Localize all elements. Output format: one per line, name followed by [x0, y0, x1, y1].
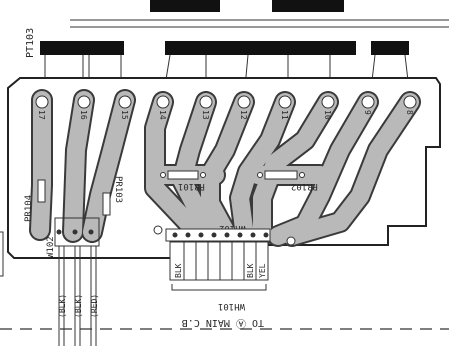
pad-label: 13 [201, 110, 210, 120]
top-block-left [150, 0, 220, 12]
pr102-label: PR102 [291, 181, 318, 191]
wh101-bracket [171, 284, 267, 291]
pad-10: 10 [321, 95, 335, 120]
pad-label: 14 [158, 110, 167, 120]
conn-wire-blk-left: BLK [174, 263, 183, 278]
pad-17: 17 [35, 95, 49, 120]
pad-label: 8 [405, 110, 414, 115]
pr103-resistor: PR103 [102, 176, 123, 216]
pad-label: 10 [323, 110, 332, 120]
pad-label: 12 [239, 110, 248, 120]
header-bar-left [40, 41, 124, 55]
pt103-label: PT103 [25, 28, 36, 58]
pad-15: 15 [118, 95, 132, 120]
wire-harness-block: BLK BLK YEL [169, 241, 269, 281]
pad-14: 14 [156, 95, 170, 120]
left-edge-bracket [0, 231, 4, 277]
wire-label-blk-1: (BLK) [58, 294, 67, 318]
pad-8: 8 [403, 95, 417, 115]
pad-16: 16 [77, 95, 91, 120]
pr103-label: PR103 [113, 176, 123, 203]
header-bar-center [165, 41, 356, 55]
pad-label: 11 [280, 110, 289, 120]
mount-hole-right [286, 236, 296, 246]
pad-label: 17 [37, 110, 46, 120]
mount-hole-left [153, 225, 163, 235]
pad-9: 9 [361, 95, 375, 115]
pad-label: 16 [79, 110, 88, 120]
pad-label: 9 [363, 110, 372, 115]
w102-label: W102 [46, 236, 56, 258]
top-block-right [272, 0, 344, 12]
pad-label: 15 [120, 110, 129, 120]
wire-label-blk-2: (BLK) [74, 294, 83, 318]
conn-wire-yel: YEL [258, 263, 267, 278]
pr101-label: PR101 [178, 181, 205, 191]
conn-wire-blk-right: BLK [246, 263, 255, 278]
pr101-resistor: PR101 [160, 170, 206, 191]
header-bar-right [371, 41, 409, 55]
to-main-cb-label: TO Ⓐ MAIN C.B [182, 317, 264, 329]
wh101-label: WH101 [218, 301, 245, 311]
pad-11: 11 [278, 95, 292, 120]
wh102-label: WH102 [219, 223, 246, 233]
pad-13: 13 [199, 95, 213, 120]
pr104-label: PR104 [24, 195, 34, 222]
pad-group: 17 16 15 14 13 12 11 10 [35, 95, 417, 120]
w102-connector: W102 [46, 217, 100, 258]
wire-label-red: (RED) [90, 294, 99, 318]
pr104-resistor: PR104 [24, 179, 46, 222]
wh102-pin-row [165, 228, 271, 242]
pad-12: 12 [237, 95, 251, 120]
pr102-resistor: PR102 [257, 170, 318, 191]
